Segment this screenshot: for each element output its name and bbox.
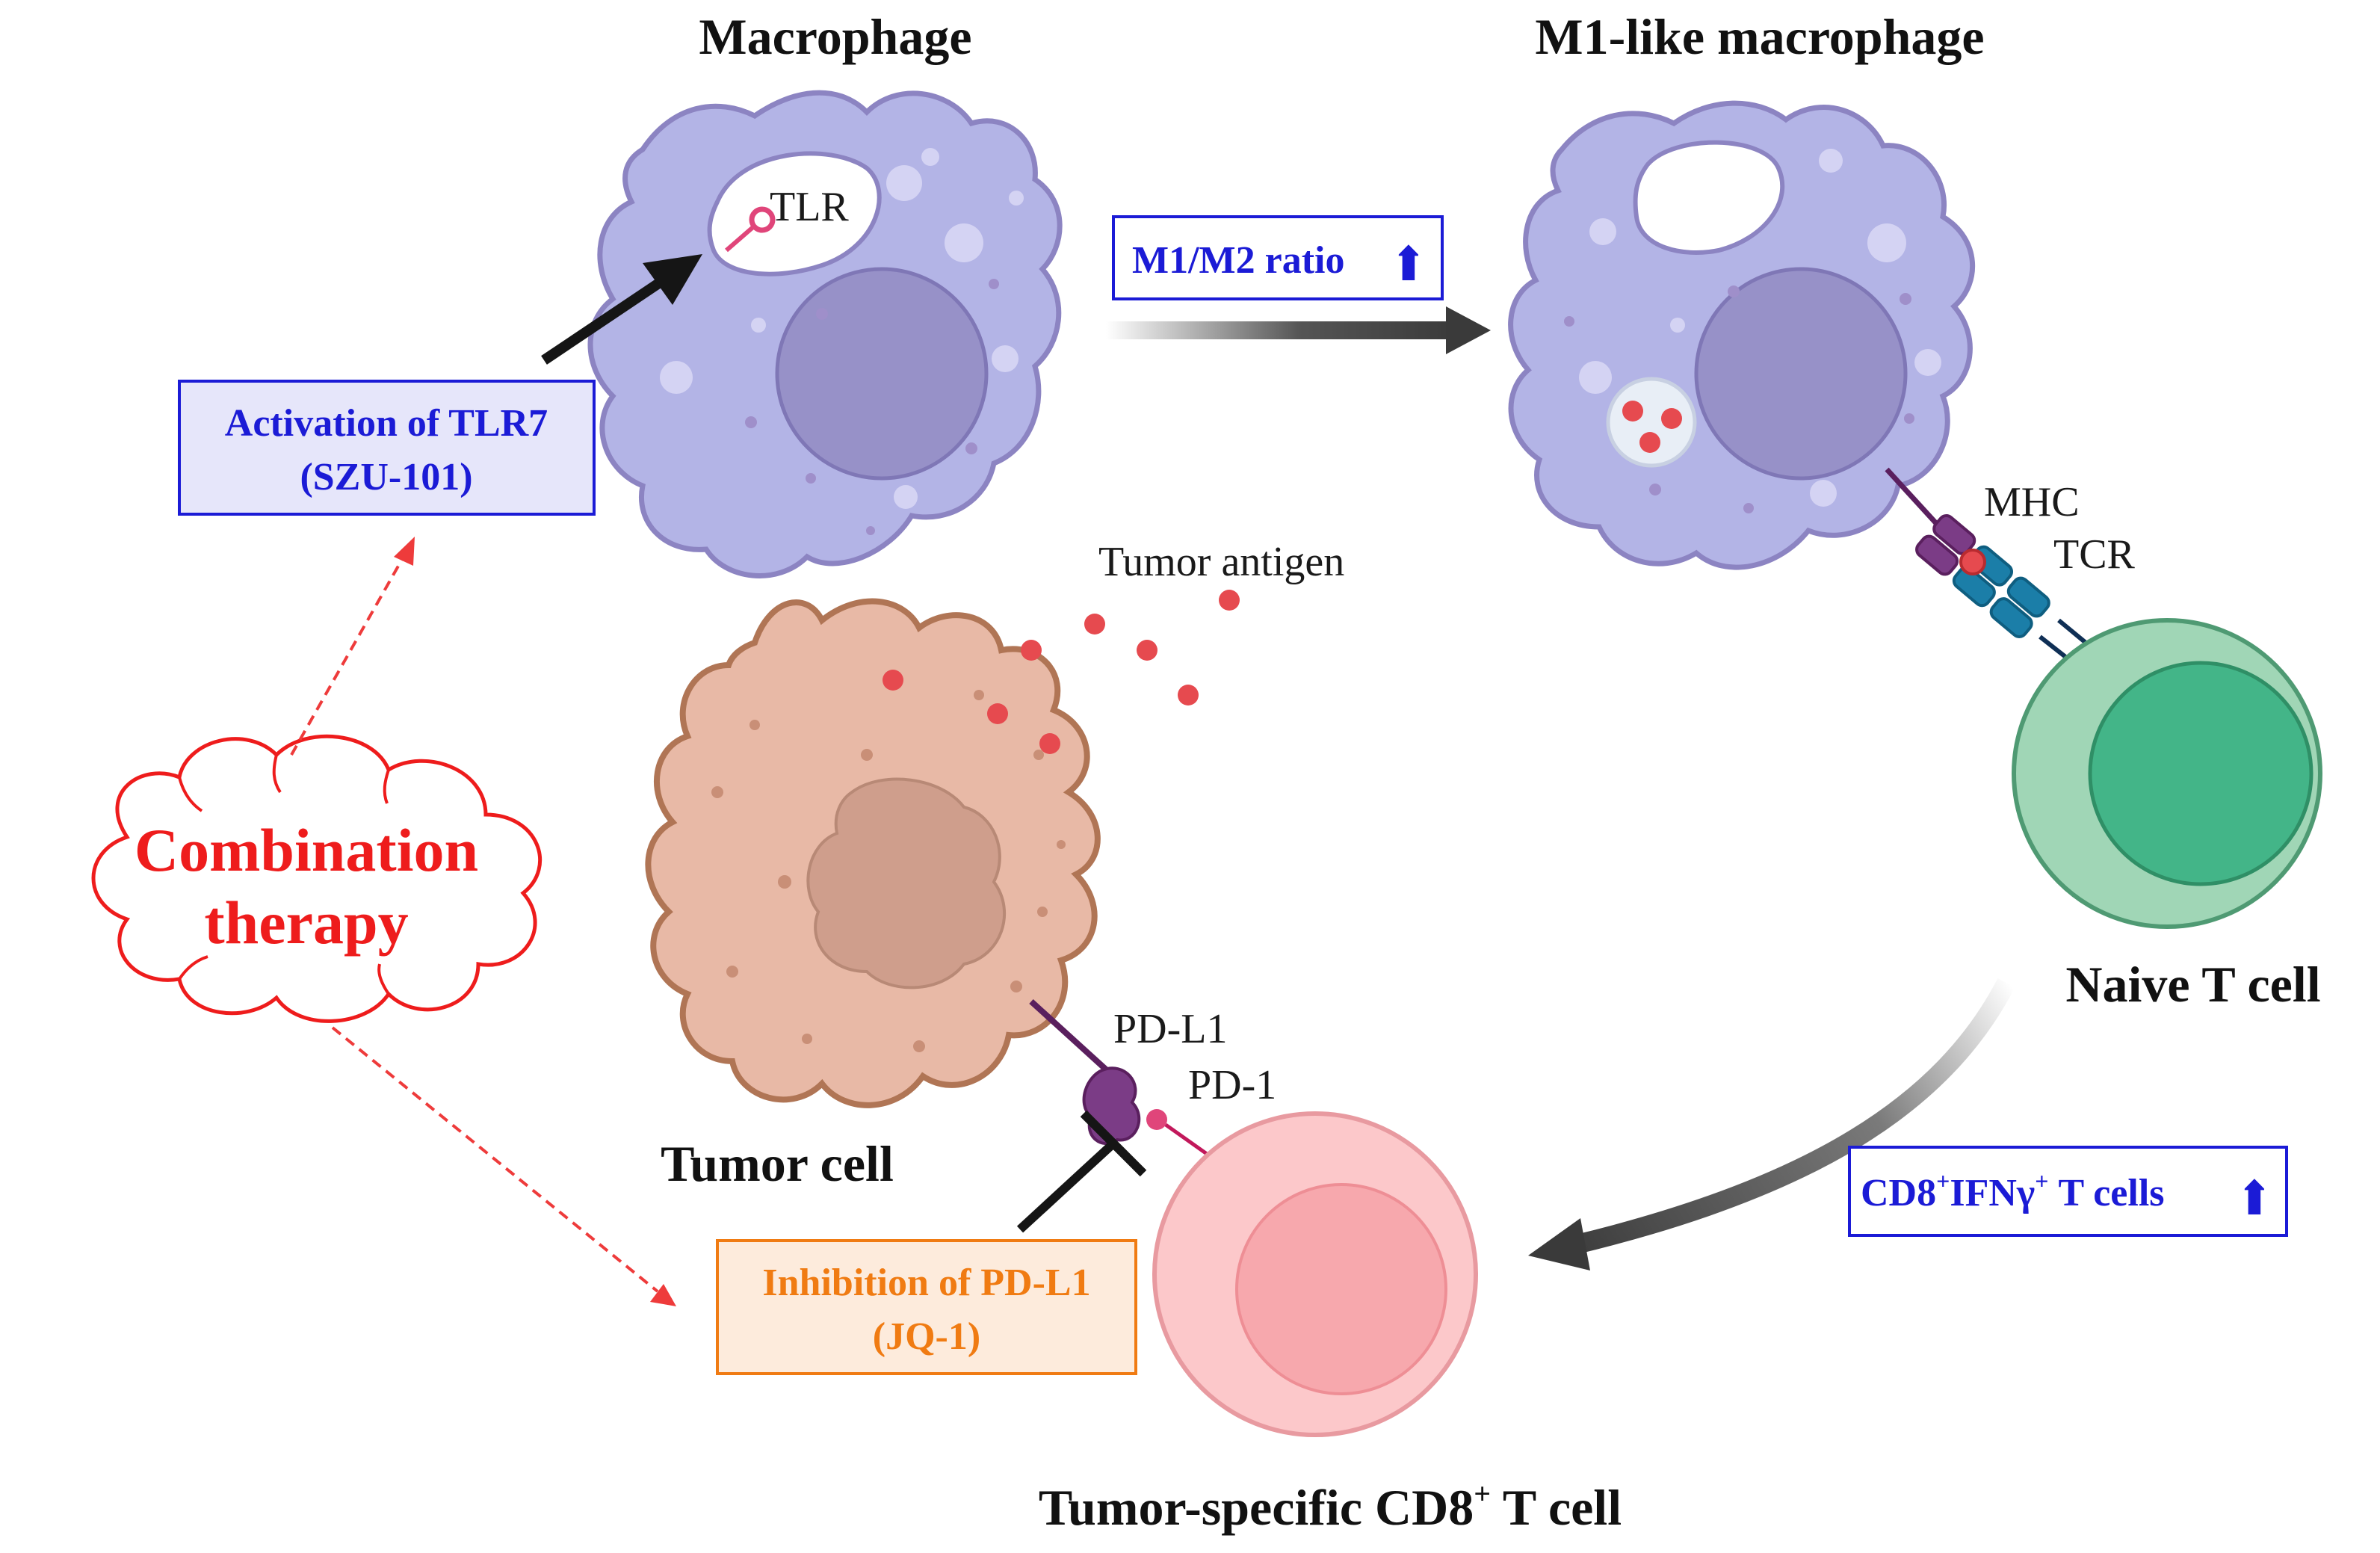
naive-t-cell	[2012, 618, 2322, 929]
cd8-ifng-part3: T cells	[2048, 1172, 2164, 1214]
cd8-t-title: Tumor-specific CD8+ T cell	[1039, 1477, 1622, 1536]
activation-box	[178, 380, 596, 516]
tumor-antigen-label: Tumor antigen	[1098, 539, 1344, 585]
cd8-ifng-sup2: +	[2035, 1167, 2048, 1194]
inhibition-line1: Inhibition of PD-L1	[762, 1262, 1090, 1304]
cd8-ifng-part2: IFNγ	[1950, 1172, 2035, 1214]
m1m2-box	[1112, 215, 1444, 300]
tumor-nucleus	[806, 777, 1007, 989]
m1m2-up-arrow-icon: ⬆	[1388, 238, 1429, 291]
cloud-line2: therapy	[204, 889, 408, 957]
tumor-cell	[645, 598, 1101, 1108]
macrophage-granules	[660, 148, 1024, 509]
activation-line1: Activation of TLR7	[225, 402, 548, 445]
tlr-vacuole	[707, 151, 882, 277]
m1-macrophage-cell	[1508, 100, 1976, 570]
m1-dots	[1564, 285, 1914, 513]
cd8-t-nucleus	[1235, 1183, 1447, 1395]
cd8-ifng-part1: CD8	[1861, 1172, 1936, 1214]
tlr-receptor	[725, 206, 776, 253]
m1m2-label: M1/M2 ratio	[1132, 239, 1344, 282]
cd8-title-prefix: Tumor-specific CD8	[1039, 1479, 1474, 1536]
mhc-label: MHC	[1984, 479, 2080, 525]
cd8-title-sup: +	[1474, 1477, 1491, 1510]
mhc-antigen	[1959, 549, 1986, 575]
cd8-ifng-box	[1848, 1146, 2288, 1237]
tumor-dots	[711, 690, 1066, 1052]
phagosome-antigens	[1622, 401, 1682, 453]
m1-nucleus	[1694, 267, 1908, 481]
cd8-ifng-sup1: +	[1936, 1167, 1950, 1194]
macrophage-nucleus	[775, 267, 989, 481]
tumor-cell-title: Tumor cell	[661, 1135, 894, 1192]
cloud-to-inhibition-arrow	[331, 1026, 676, 1306]
activation-line2: (SZU-101)	[300, 456, 472, 498]
cd8-ifng-label: CD8+IFNγ+ T cells	[1861, 1167, 2165, 1214]
m1-vacuole	[1633, 140, 1785, 255]
pdl1-label: PD-L1	[1113, 1006, 1227, 1052]
naive-t-title: Naive T cell	[2065, 956, 2320, 1013]
tumor-antigens-inside	[883, 670, 1060, 754]
cloud-to-activation-arrow	[290, 537, 415, 756]
pd1-label: PD-1	[1188, 1062, 1276, 1108]
macrophage-cell	[587, 90, 1063, 578]
phagosome	[1606, 377, 1697, 468]
tlr-label: TLR	[770, 184, 849, 230]
m1-granules	[1579, 149, 1941, 507]
macrophage-title: Macrophage	[699, 8, 971, 65]
inhibition-box	[716, 1239, 1137, 1375]
pdl1-receptor	[1082, 1066, 1141, 1146]
inhibition-line2: (JQ-1)	[873, 1315, 980, 1358]
macrophage-to-m1-arrow	[1106, 306, 1491, 354]
tcr-label: TCR	[2053, 531, 2136, 578]
cd8-title-suffix: T cell	[1491, 1479, 1622, 1536]
cd8-t-cell	[1152, 1111, 1478, 1437]
naive-to-cd8-arrow	[1528, 978, 2015, 1271]
cd8-ifng-up-arrow-icon: ⬆	[2234, 1172, 2275, 1225]
naive-t-nucleus	[2088, 661, 2313, 886]
combination-therapy-cloud	[91, 734, 543, 1023]
activation-arrow	[541, 254, 702, 365]
inhibition-symbol	[1016, 1110, 1147, 1233]
cloud-line1: Combination	[135, 816, 478, 884]
m1-macrophage-title: M1-like macrophage	[1535, 8, 1984, 65]
pd1-receptor-head	[1146, 1109, 1167, 1130]
tumor-antigen-particles	[1021, 590, 1240, 706]
